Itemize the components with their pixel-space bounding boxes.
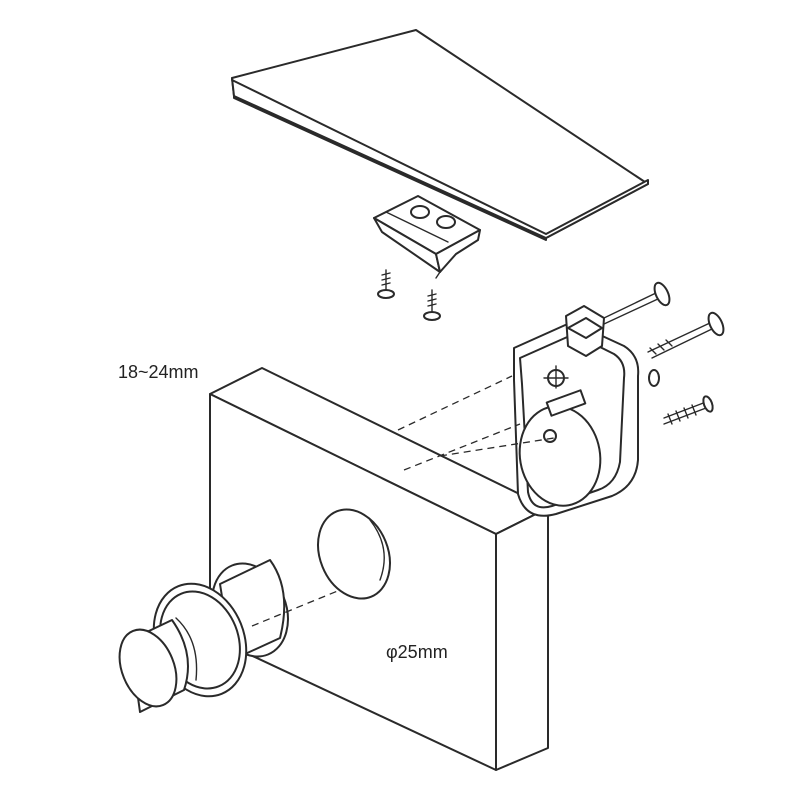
lock-knob <box>118 559 289 713</box>
bracket-screw-right <box>423 289 441 321</box>
mounting-bracket <box>373 195 481 279</box>
hole-diameter-label: φ25mm <box>386 642 448 662</box>
threaded-screw <box>663 395 714 425</box>
panel-block <box>209 367 549 771</box>
shelf-plate <box>231 29 649 241</box>
lock-housing <box>513 305 640 517</box>
housing-screws <box>603 281 725 425</box>
long-screw-top <box>603 281 671 325</box>
alignment-guides <box>251 375 555 627</box>
long-screw-middle <box>647 311 725 359</box>
panel-thickness-label: 18~24mm <box>118 362 199 382</box>
bracket-screws <box>377 269 441 321</box>
short-screw <box>648 369 660 387</box>
bracket-screw-left <box>377 269 395 299</box>
